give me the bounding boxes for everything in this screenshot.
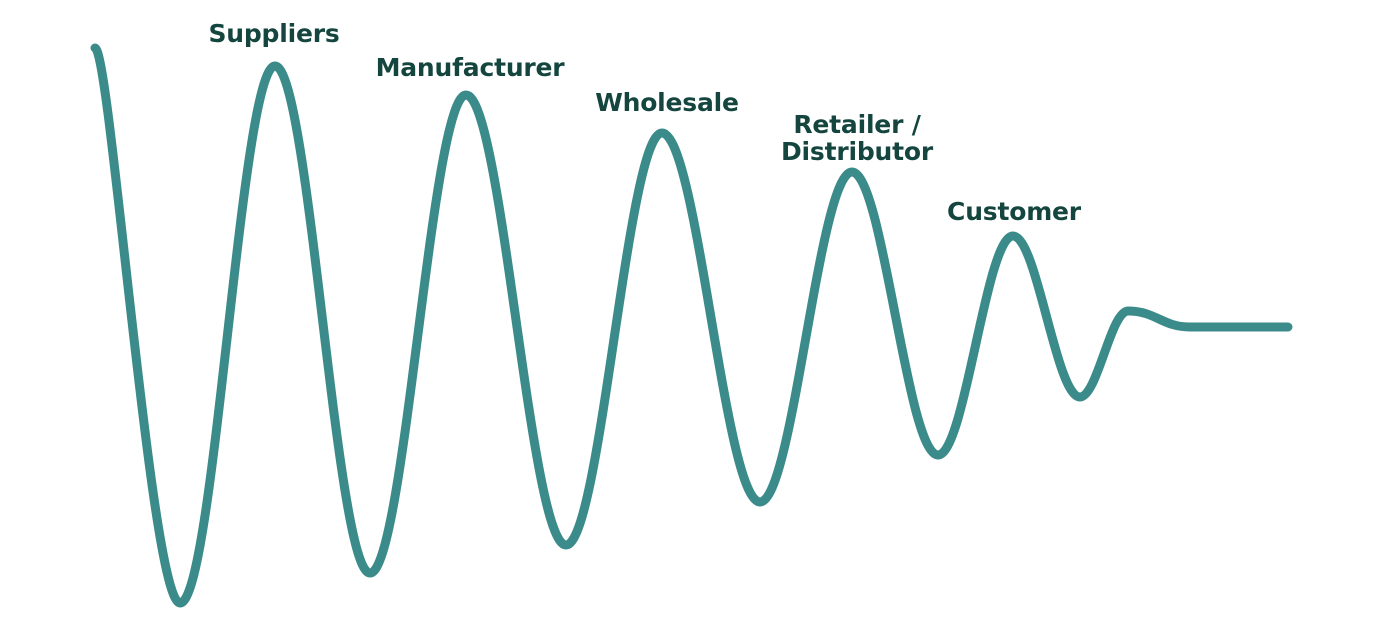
stage-label-suppliers: Suppliers — [208, 19, 340, 48]
stage-label-wholesale: Wholesale — [595, 88, 739, 117]
stage-label-retailer: Retailer / Distributor — [781, 110, 933, 166]
oscillation-curve-path — [90, 43, 1293, 608]
stage-label-customer: Customer — [947, 197, 1081, 226]
stage-label-manufacturer: Manufacturer — [375, 53, 565, 82]
